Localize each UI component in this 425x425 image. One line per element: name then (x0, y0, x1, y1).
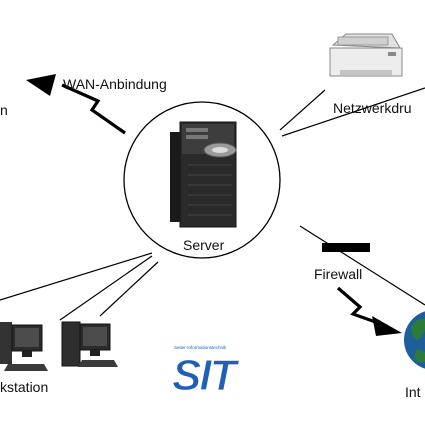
wan-left-label: n (0, 102, 8, 118)
firewall-arrow-icon (336, 286, 402, 336)
firewall-label: Firewall (314, 266, 363, 282)
logo-letters: SIT (172, 351, 240, 400)
logo-small-text: Seiter-Informationstechnik (174, 345, 227, 350)
printer-connection-line (281, 87, 425, 137)
printer-label: Netzwerkdru (333, 100, 412, 116)
workstation-connection-line-3 (99, 261, 159, 317)
sit-logo: Seiter-Informationstechnik SIT (171, 345, 242, 401)
server-icon (170, 121, 237, 228)
workstation-icon-2 (61, 321, 118, 367)
printer-connection-line-2 (279, 89, 326, 131)
workstation-label: kstation (0, 379, 49, 395)
globe-icon (404, 311, 425, 369)
workstation-connection-line-2 (59, 255, 153, 321)
workstation-connection-line-1 (0, 252, 153, 301)
server-label: Server (183, 237, 225, 253)
firewall-bar (322, 243, 370, 252)
wan-arrow-icon (26, 74, 126, 135)
printer-icon (329, 33, 403, 77)
wan-label: WAN-Anbindung (63, 76, 167, 92)
connection-lines (0, 87, 425, 321)
firewall-connection-line (299, 225, 425, 306)
internet-label: Int (405, 384, 421, 400)
workstation-icon-1 (0, 322, 48, 371)
